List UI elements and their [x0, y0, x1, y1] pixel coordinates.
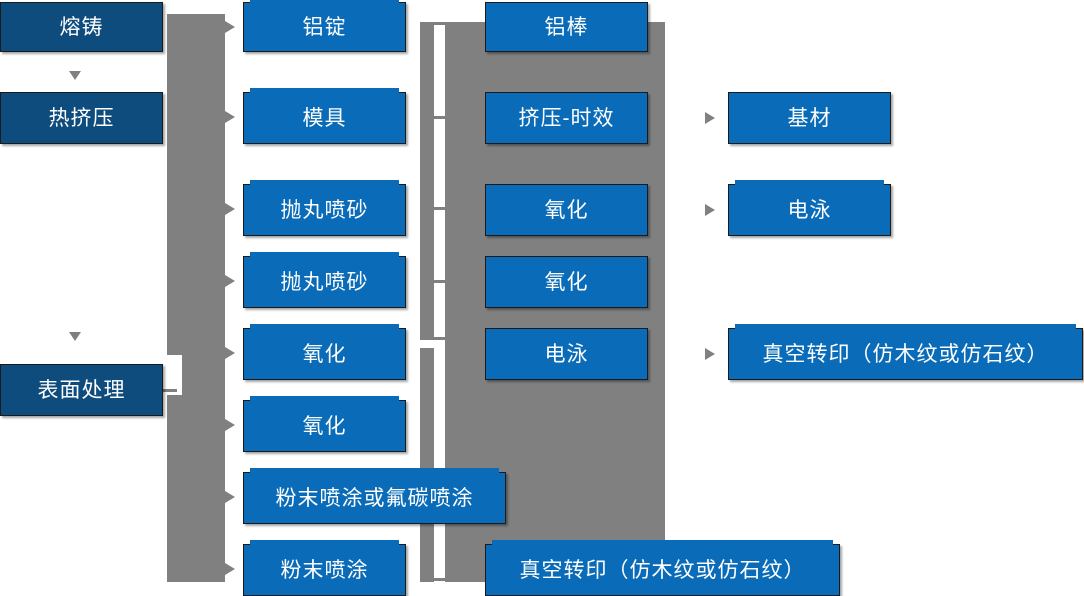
- arrow-to-powder-or-fluorocarbon: [225, 491, 235, 503]
- arrow-to-mould: [225, 111, 235, 123]
- connector-surface-to-trunk: [163, 389, 177, 392]
- node-vacuum-transfer-right[interactable]: 真空转印（仿木纹或仿石纹）: [728, 324, 1083, 380]
- node-powder-coating[interactable]: 粉末喷涂: [243, 540, 406, 596]
- arrow-to-oxidation-1: [225, 347, 235, 359]
- connector-tick-1: [434, 22, 448, 25]
- node-oxidation-3[interactable]: 氧化: [485, 184, 648, 236]
- node-label: 氧化: [544, 270, 589, 294]
- connector-tick-4: [434, 280, 448, 283]
- arrow-to-shot-blasting-2: [225, 275, 235, 287]
- connector-middle-bracket: [420, 22, 434, 340]
- node-label: 模具: [302, 106, 347, 130]
- node-label: 粉末喷涂: [280, 558, 369, 582]
- node-melt-casting[interactable]: 熔铸: [0, 2, 163, 52]
- arrow-down-melt-to-extrusion: [69, 71, 81, 80]
- node-aluminum-bar[interactable]: 铝棒: [485, 2, 648, 52]
- node-oxidation-1[interactable]: 氧化: [243, 324, 406, 380]
- node-shot-blasting-1[interactable]: 抛丸喷砂: [243, 180, 406, 236]
- node-label: 电泳: [544, 342, 589, 366]
- arrow-to-vacuum-transfer-right: [705, 348, 715, 360]
- node-label: 氧化: [302, 414, 347, 438]
- node-label: 真空转印（仿木纹或仿石纹）: [762, 342, 1049, 366]
- node-label: 真空转印（仿木纹或仿石纹）: [519, 558, 806, 582]
- node-label: 热挤压: [48, 106, 115, 130]
- connector-tick-3: [434, 207, 448, 210]
- node-hot-extrusion[interactable]: 热挤压: [0, 92, 163, 144]
- node-label: 氧化: [544, 198, 589, 222]
- connector-left-notch: [160, 355, 182, 395]
- node-extrusion-aging[interactable]: 挤压-时效: [485, 92, 648, 144]
- node-shot-blasting-2[interactable]: 抛丸喷砂: [243, 252, 406, 308]
- node-label: 铝锭: [302, 15, 347, 39]
- node-label: 铝棒: [544, 15, 589, 39]
- node-aluminum-ingot[interactable]: 铝锭: [243, 0, 406, 52]
- arrow-to-aluminum-ingot: [225, 21, 235, 33]
- arrow-to-shot-blasting-1: [225, 203, 235, 215]
- arrow-to-powder-coating: [225, 563, 235, 575]
- node-label: 抛丸喷砂: [280, 270, 369, 294]
- node-label: 熔铸: [59, 15, 104, 39]
- node-electrophoresis-2[interactable]: 电泳: [728, 180, 891, 236]
- node-label: 氧化: [302, 342, 347, 366]
- node-powder-or-fluorocarbon[interactable]: 粉末喷涂或氟碳喷涂: [243, 468, 506, 524]
- node-base-material[interactable]: 基材: [728, 92, 891, 144]
- connector-middle-bracket-lower: [420, 348, 434, 582]
- node-vacuum-transfer-bottom[interactable]: 真空转印（仿木纹或仿石纹）: [485, 540, 840, 596]
- arrow-to-oxidation-2: [225, 419, 235, 431]
- node-label: 表面处理: [37, 378, 126, 402]
- connector-tick-2: [434, 116, 448, 119]
- arrow-down-to-surface-treatment: [69, 332, 81, 341]
- connector-tick-6: [434, 578, 448, 581]
- node-electrophoresis-1[interactable]: 电泳: [485, 328, 648, 380]
- node-label: 粉末喷涂或氟碳喷涂: [275, 486, 474, 510]
- connector-tick-5: [434, 337, 448, 340]
- node-surface-treatment[interactable]: 表面处理: [0, 364, 163, 416]
- connector-left-trunk: [167, 14, 225, 582]
- node-oxidation-4[interactable]: 氧化: [485, 256, 648, 308]
- node-label: 电泳: [787, 198, 832, 222]
- arrow-to-base-material: [705, 112, 715, 124]
- node-mould[interactable]: 模具: [243, 88, 406, 144]
- node-label: 基材: [787, 106, 832, 130]
- node-label: 挤压-时效: [518, 106, 615, 130]
- arrow-to-electrophoresis-2: [705, 204, 715, 216]
- node-label: 抛丸喷砂: [280, 198, 369, 222]
- node-oxidation-2[interactable]: 氧化: [243, 396, 406, 452]
